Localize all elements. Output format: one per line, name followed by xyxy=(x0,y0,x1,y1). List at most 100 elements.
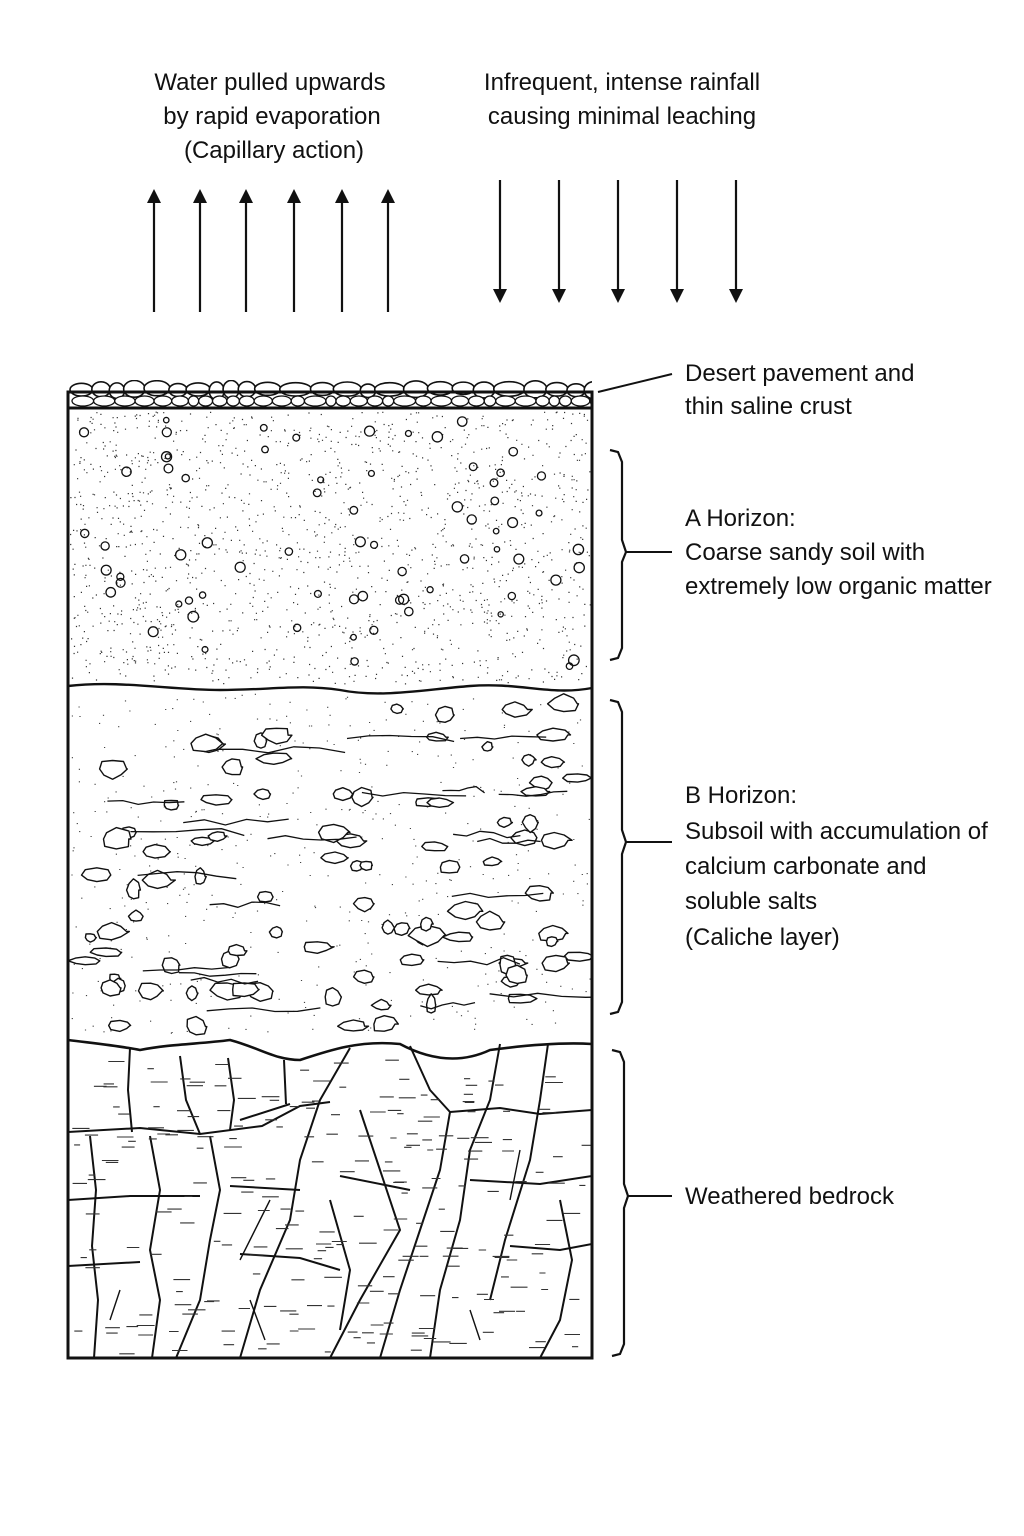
sand-grain xyxy=(492,527,500,535)
sand-grain xyxy=(164,453,172,460)
caliche-nodule xyxy=(521,753,537,767)
caliche-nodule xyxy=(426,797,455,808)
b-horizon-label-line-4: soluble salts xyxy=(685,888,817,915)
caliche-nodule xyxy=(475,910,506,931)
sand-grain xyxy=(147,626,159,638)
caliche-nodule xyxy=(255,752,293,765)
sand-grain xyxy=(496,468,505,478)
pavement-pebble xyxy=(566,383,587,398)
pavement-pebble xyxy=(414,395,432,407)
sand-grain xyxy=(79,528,90,539)
b-horizon-label-line-2: Subsoil with accumulation of xyxy=(685,818,988,845)
caliche-nodule xyxy=(324,987,343,1007)
pavement-pebble xyxy=(253,395,274,407)
sand-grain xyxy=(201,537,213,549)
caliche-nodule xyxy=(137,982,164,1001)
caliche-nodule xyxy=(434,705,455,723)
bedrock-bracket xyxy=(611,1048,630,1358)
pavement-pebble xyxy=(570,395,591,407)
pavement-label-line-1: Desert pavement and xyxy=(685,360,914,387)
caliche-streak xyxy=(420,1001,476,1010)
caliche-streak xyxy=(437,956,521,966)
pavement-pebble xyxy=(583,381,592,400)
pavement-pebble xyxy=(71,395,95,407)
pavement-pebble xyxy=(558,395,572,407)
sand-grain xyxy=(317,476,325,484)
caliche-nodule xyxy=(562,773,592,783)
caliche-streak xyxy=(442,785,485,794)
sand-grain xyxy=(567,654,580,667)
sand-grain xyxy=(565,662,574,671)
sand-grain xyxy=(259,423,268,432)
sand-grain xyxy=(181,473,190,483)
sand-grain xyxy=(121,466,132,477)
caliche-streak xyxy=(209,901,281,908)
layer-label-bedrock: Weathered bedrock xyxy=(611,1048,895,1358)
pavement-pebble xyxy=(373,381,406,397)
caliche-nodule xyxy=(545,936,559,948)
caliche-nodule xyxy=(98,759,128,780)
sand-grain xyxy=(497,611,504,618)
evaporation-label: Water pulled upwards by rapid evaporatio… xyxy=(154,69,385,164)
caliche-nodule xyxy=(441,931,474,943)
pavement-pebble xyxy=(91,381,112,398)
sand-grain xyxy=(508,446,519,457)
b-bedrock-boundary xyxy=(67,1038,593,1062)
caliche-nodule xyxy=(142,843,171,859)
sand-grain xyxy=(284,547,294,556)
caliche-nodule xyxy=(190,733,224,753)
caliche-nodule xyxy=(563,951,592,962)
sand-grain xyxy=(161,427,172,438)
caliche-nodule xyxy=(161,957,181,975)
caliche-nodule xyxy=(207,831,228,842)
caliche-streak xyxy=(489,992,592,998)
sand-grain xyxy=(198,591,207,599)
caliche-nodule xyxy=(89,947,123,958)
caliche-streak xyxy=(137,871,237,880)
sand-grain xyxy=(354,536,366,548)
pavement-pebble xyxy=(495,395,516,407)
pavement-pebble xyxy=(366,395,384,407)
caliche-nodule xyxy=(425,993,437,1014)
caliche-nodule xyxy=(232,982,260,998)
pavement-pebble xyxy=(92,395,116,407)
caliche-streak xyxy=(453,830,521,839)
sand-grain xyxy=(493,545,501,553)
sand-grain xyxy=(369,540,379,549)
caliche-nodule xyxy=(200,794,233,806)
caliche-nodule xyxy=(446,900,484,921)
downward-arrows xyxy=(493,180,743,303)
caliche-nodule xyxy=(320,851,349,865)
caliche-nodule xyxy=(80,867,112,883)
caliche-nodule xyxy=(100,979,122,997)
caliche-nodule xyxy=(337,1019,370,1032)
sand-grain xyxy=(350,657,359,666)
pavement-pebble xyxy=(393,395,417,407)
caliche-streak xyxy=(190,976,259,985)
caliche-nodule xyxy=(481,741,494,752)
pavement-pebble xyxy=(238,395,255,407)
sand-grain xyxy=(175,600,183,608)
sand-grain xyxy=(507,591,517,601)
a-horizon-label-line-3: extremely low organic matter xyxy=(685,573,992,600)
caliche-nodule xyxy=(540,831,573,850)
pavement-pebble xyxy=(332,381,363,397)
caliche-nodule xyxy=(420,916,434,932)
caliche-streak xyxy=(267,835,357,841)
sand-grain xyxy=(451,501,464,513)
evaporation-label-line-1: Water pulled upwards xyxy=(154,69,385,96)
pavement-pebble xyxy=(303,395,327,407)
evaporation-label-line-3: (Capillary action) xyxy=(184,137,364,164)
sand-grain xyxy=(466,514,477,525)
b-horizon-bracket xyxy=(609,698,628,1016)
pavement-pebble xyxy=(548,395,561,407)
sand-grain xyxy=(431,431,444,443)
a-horizon-bracket xyxy=(609,448,628,662)
pavement-pebble xyxy=(483,395,497,407)
caliche-nodule xyxy=(521,814,539,834)
sand-grain xyxy=(187,610,200,623)
sand-grain xyxy=(78,427,90,438)
caliche-nodule xyxy=(141,869,176,890)
a-horizon-label-line-1: A Horizon: xyxy=(685,505,796,532)
pavement-pebble xyxy=(514,395,537,407)
